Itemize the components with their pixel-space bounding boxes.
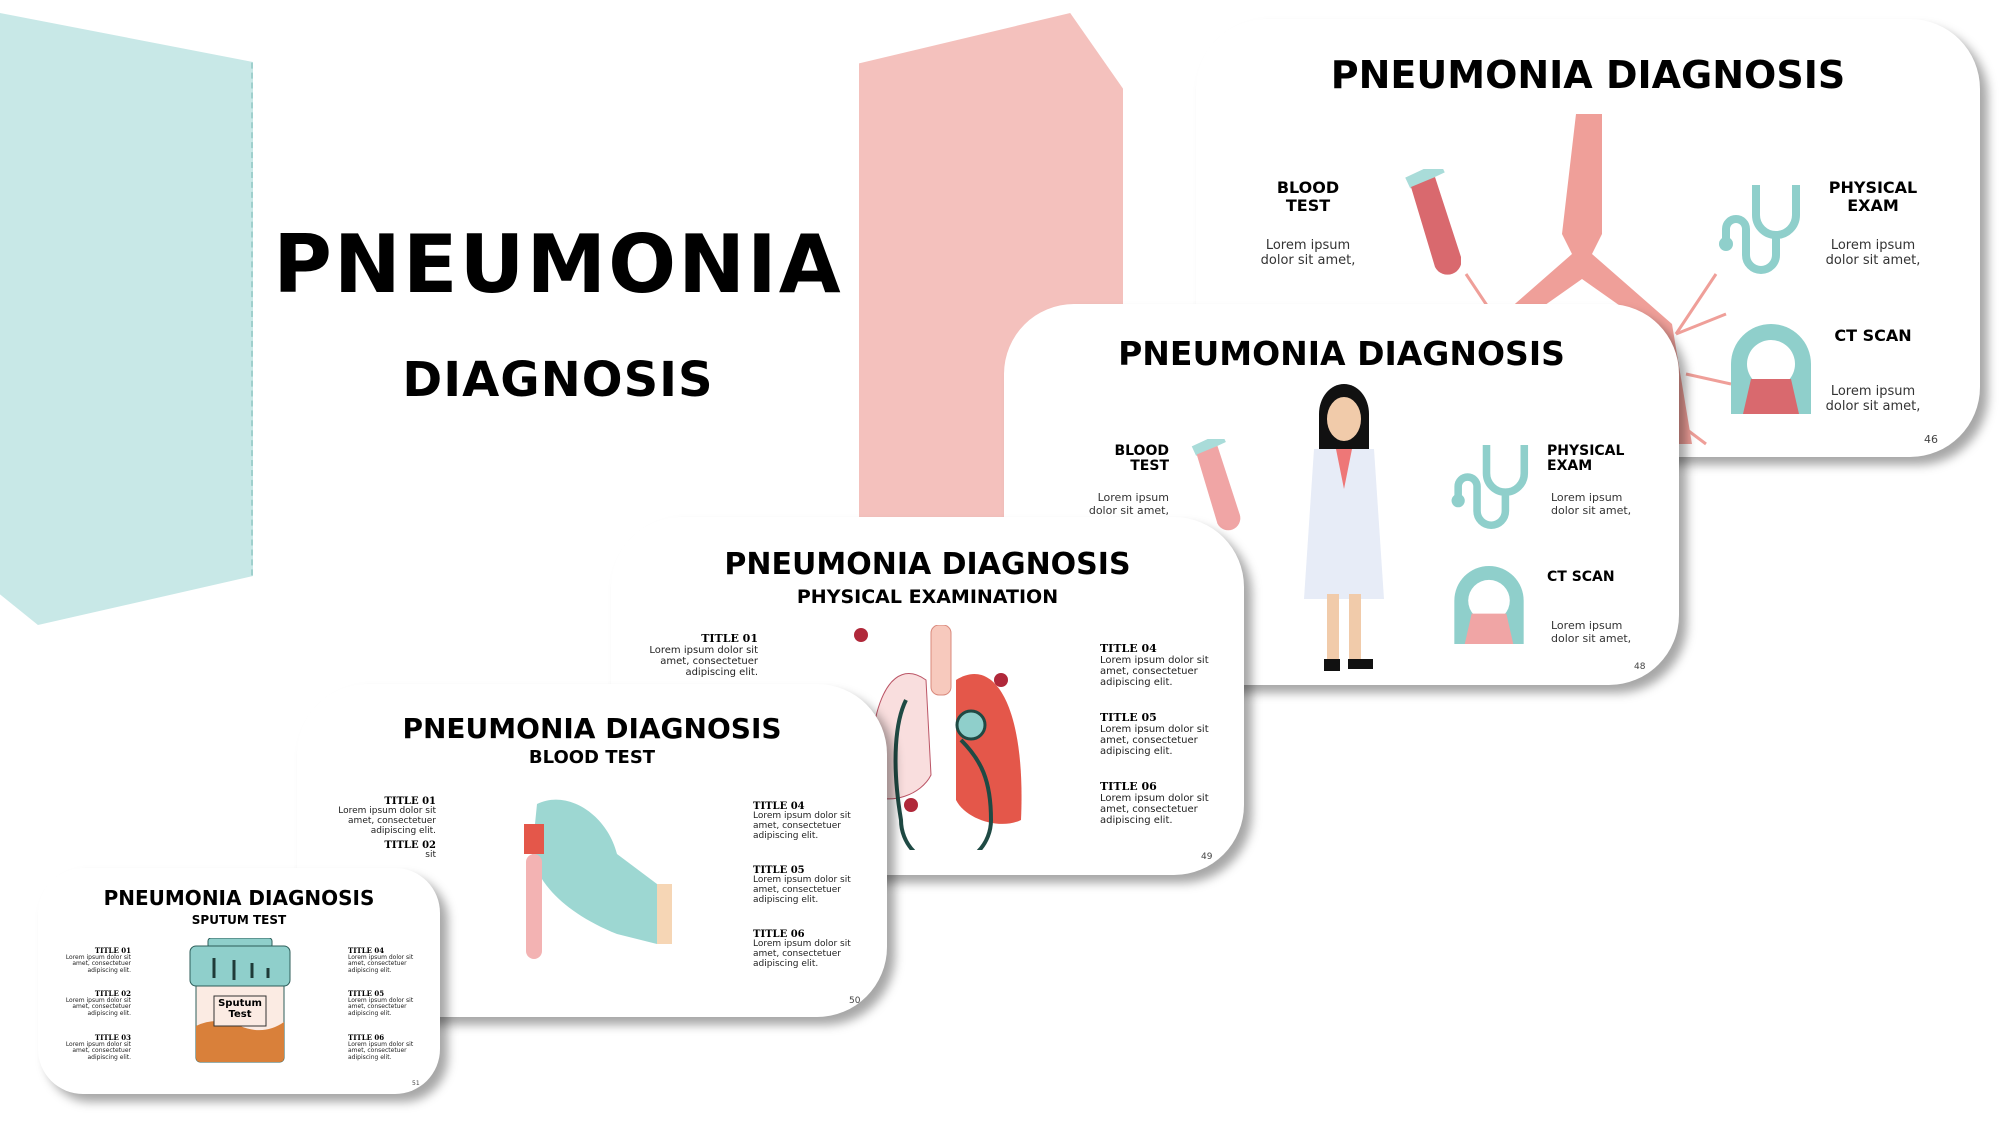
item-title: TITLE 02 xyxy=(94,989,131,998)
label-ct-scan: CT SCAN xyxy=(1547,569,1615,585)
item-text: Lorem ipsum dolor sit amet, consectetuer… xyxy=(348,996,414,1017)
slide-51[interactable]: PNEUMONIA DIAGNOSIS SPUTUM TEST Sputum T… xyxy=(38,868,440,1094)
item-text: Lorem ipsum dolor sit amet, consectetuer… xyxy=(65,1040,131,1061)
slide-subtitle: BLOOD TEST xyxy=(528,747,656,768)
item-title: TITLE 06 xyxy=(348,1033,385,1042)
stethoscope-icon xyxy=(1451,444,1529,529)
item-text: Lorem ipsum dolor sit amet, consectetuer… xyxy=(65,996,131,1017)
item-title: TITLE 05 xyxy=(348,989,385,998)
item-text: Lorem ipsum dolor sit amet, consectetuer… xyxy=(1100,724,1209,758)
page-number: 50 xyxy=(849,996,861,1006)
slide-title: PNEUMONIA DIAGNOSIS xyxy=(103,886,375,910)
stethoscope-icon xyxy=(1719,185,1800,274)
item-text: Lorem ipsum dolor sit amet, consectetuer… xyxy=(753,939,851,969)
cover-subtitle: DIAGNOSIS xyxy=(402,352,714,408)
cover-title: PNEUMONIA xyxy=(273,218,843,311)
page-number: 49 xyxy=(1201,852,1213,862)
slide-title: PNEUMONIA DIAGNOSIS xyxy=(1118,334,1565,373)
label-blood-test: BLOOD TEST xyxy=(1276,178,1340,215)
item-text: Lorem ipsum dolor sit amet, consectetuer… xyxy=(348,1040,414,1061)
label-physical-exam: PHYSICAL EXAM xyxy=(1828,178,1918,215)
item-title: TITLE 04 xyxy=(1100,642,1157,655)
item-title: TITLE 05 xyxy=(753,865,805,876)
slide-title: PNEUMONIA DIAGNOSIS xyxy=(402,712,782,745)
item-title: TITLE 01 xyxy=(94,946,131,955)
item-title: TITLE 05 xyxy=(1100,711,1157,724)
physical-exam-text: Lorem ipsum dolor sit amet, xyxy=(1551,491,1632,517)
item-text: Lorem ipsum dolor sit amet, consectetuer… xyxy=(65,953,131,974)
label-physical-exam: PHYSICAL EXAM xyxy=(1547,443,1625,475)
jar-label: Sputum Test xyxy=(218,998,262,1020)
ct-scan-text: Lorem ipsum dolor sit amet, xyxy=(1551,619,1632,645)
item-text: sit xyxy=(425,850,436,860)
page-number: 48 xyxy=(1634,662,1646,672)
sputum-jar-illustration xyxy=(189,938,291,1063)
label-blood-test: BLOOD TEST xyxy=(1114,443,1169,475)
cover-teal-shape xyxy=(0,13,253,625)
test-tube-icon xyxy=(1405,169,1461,275)
page-number: 51 xyxy=(412,1080,420,1087)
item-text: Lorem ipsum dolor sit amet, consectetuer… xyxy=(649,645,758,679)
ct-scanner-icon xyxy=(1731,324,1811,414)
item-text: Lorem ipsum dolor sit amet, consectetuer… xyxy=(753,875,851,905)
item-title: TITLE 04 xyxy=(753,801,805,812)
label-ct-scan: CT SCAN xyxy=(1834,326,1912,345)
item-text: Lorem ipsum dolor sit amet, consectetuer… xyxy=(1100,793,1209,827)
item-title: TITLE 06 xyxy=(1100,780,1157,793)
slide-subtitle: SPUTUM TEST xyxy=(191,913,287,927)
item-title: TITLE 06 xyxy=(753,929,805,940)
blood-test-text: Lorem ipsum dolor sit amet, xyxy=(1088,491,1169,517)
doctor-illustration xyxy=(1304,384,1384,671)
page-number: 46 xyxy=(1924,433,1938,446)
virus-icon xyxy=(854,628,1008,812)
item-title: TITLE 01 xyxy=(384,796,436,807)
item-title: TITLE 04 xyxy=(348,946,385,955)
slide-title: PNEUMONIA DIAGNOSIS xyxy=(1330,53,1846,97)
test-tube-icon xyxy=(1191,439,1241,531)
ct-scanner-icon xyxy=(1454,566,1524,644)
ct-scan-text: Lorem ipsum dolor sit amet, xyxy=(1825,384,1921,414)
item-title: TITLE 01 xyxy=(701,632,758,645)
slide-title: PNEUMONIA DIAGNOSIS xyxy=(724,547,1131,582)
slide-subtitle: PHYSICAL EXAMINATION xyxy=(796,586,1059,608)
blood-test-text: Lorem ipsum dolor sit amet, xyxy=(1260,238,1356,268)
item-text: Lorem ipsum dolor sit amet, consectetuer… xyxy=(338,806,436,836)
item-title: TITLE 03 xyxy=(94,1033,131,1042)
item-text: Lorem ipsum dolor sit amet, consectetuer… xyxy=(1100,655,1209,689)
physical-exam-text: Lorem ipsum dolor sit amet, xyxy=(1825,238,1921,268)
gloved-hand-blood-tube-illustration xyxy=(524,799,672,959)
item-text: Lorem ipsum dolor sit amet, consectetuer… xyxy=(753,811,851,841)
item-text: Lorem ipsum dolor sit amet, consectetuer… xyxy=(348,953,414,974)
item-title: TITLE 02 xyxy=(384,840,436,851)
